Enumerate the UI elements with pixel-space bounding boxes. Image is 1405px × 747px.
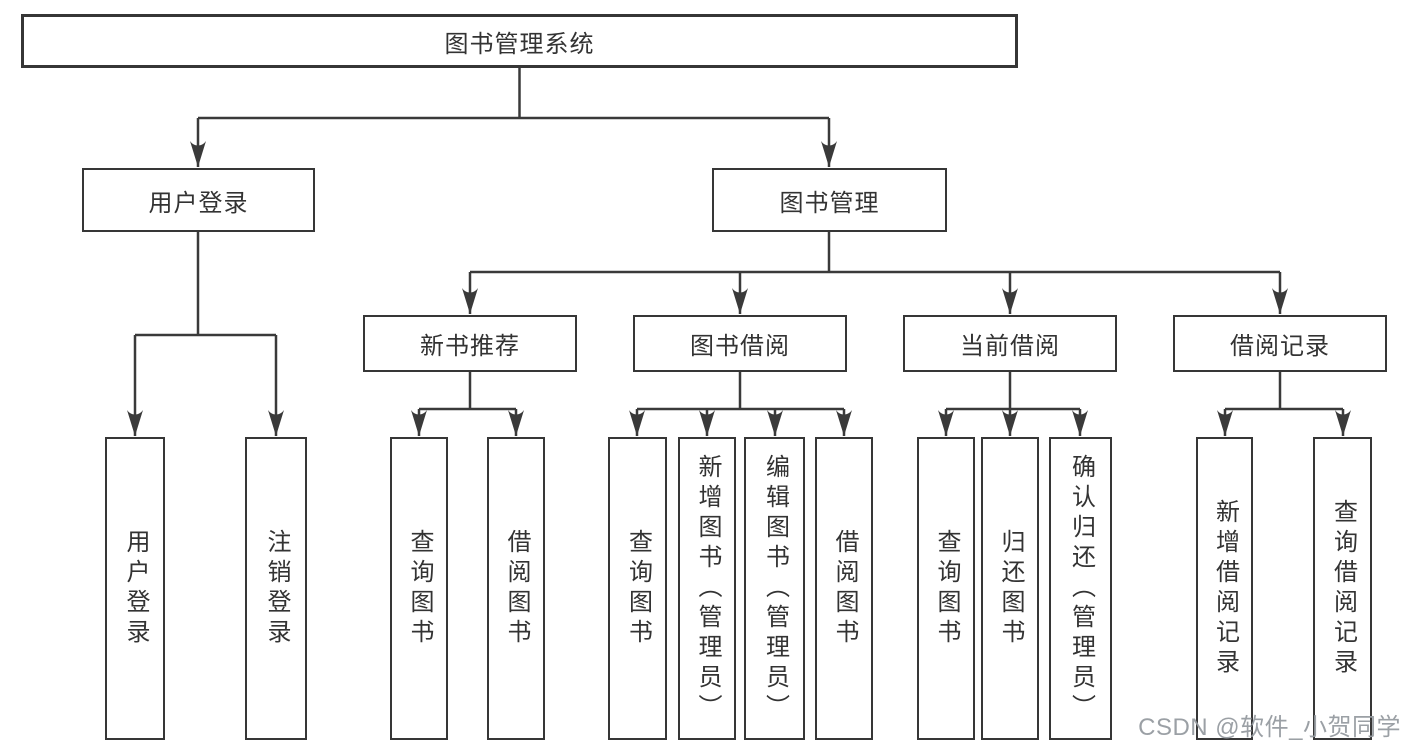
leaf-logout: 注销登录 (245, 437, 307, 740)
leaf-query-books-borrowing-label: 查询图书 (624, 528, 652, 649)
leaf-query-books-recommend-label: 查询图书 (406, 528, 433, 649)
leaf-confirm-return-admin: 确认归还（管理员） (1049, 437, 1112, 740)
leaf-logout-label: 注销登录 (263, 528, 290, 649)
leaf-user-login: 用户登录 (105, 437, 165, 740)
leaf-user-login-label: 用户登录 (122, 528, 149, 649)
leaf-query-books-borrowing: 查询图书 (608, 437, 667, 740)
leaf-add-borrow-record: 新增借阅记录 (1196, 437, 1253, 740)
leaf-query-books-current: 查询图书 (917, 437, 975, 740)
leaf-borrow-books-borrowing: 借阅图书 (815, 437, 873, 740)
leaf-borrow-books-recommend: 借阅图书 (487, 437, 545, 740)
node-book-management-label: 图书管理 (779, 189, 880, 217)
node-current-borrowing-label: 当前借阅 (960, 333, 1060, 360)
leaf-return-books-label: 归还图书 (997, 528, 1024, 649)
leaf-query-borrow-record-label: 查询借阅记录 (1329, 498, 1357, 679)
node-user-login: 用户登录 (82, 168, 315, 232)
leaf-confirm-return-admin-label: 确认归还（管理员） (1067, 453, 1095, 724)
node-borrow-records-label: 借阅记录 (1230, 333, 1330, 360)
leaf-add-books-admin-label: 新增图书（管理员） (694, 453, 721, 724)
node-new-book-recommend-label: 新书推荐 (420, 333, 520, 360)
node-borrow-records: 借阅记录 (1173, 315, 1387, 372)
csdn-watermark: CSDN @软件_小贺同学 (1138, 714, 1401, 741)
node-book-borrowing-label: 图书借阅 (690, 333, 790, 360)
leaf-borrow-books-borrowing-label: 借阅图书 (831, 528, 858, 649)
leaf-edit-books-admin-label: 编辑图书（管理员） (761, 453, 789, 724)
node-book-borrowing: 图书借阅 (633, 315, 847, 372)
node-root-label: 图书管理系统 (444, 30, 595, 58)
leaf-query-borrow-record: 查询借阅记录 (1313, 437, 1372, 740)
node-user-login-label: 用户登录 (148, 189, 249, 217)
node-current-borrowing: 当前借阅 (903, 315, 1117, 372)
leaf-edit-books-admin: 编辑图书（管理员） (744, 437, 805, 740)
leaf-query-books-recommend: 查询图书 (390, 437, 448, 740)
leaf-add-borrow-record-label: 新增借阅记录 (1211, 498, 1239, 679)
node-book-management: 图书管理 (712, 168, 947, 232)
leaf-return-books: 归还图书 (981, 437, 1039, 740)
leaf-query-books-current-label: 查询图书 (933, 528, 960, 649)
leaf-borrow-books-recommend-label: 借阅图书 (503, 528, 530, 649)
leaf-add-books-admin: 新增图书（管理员） (678, 437, 736, 740)
node-root: 图书管理系统 (21, 14, 1018, 68)
node-new-book-recommend: 新书推荐 (363, 315, 577, 372)
